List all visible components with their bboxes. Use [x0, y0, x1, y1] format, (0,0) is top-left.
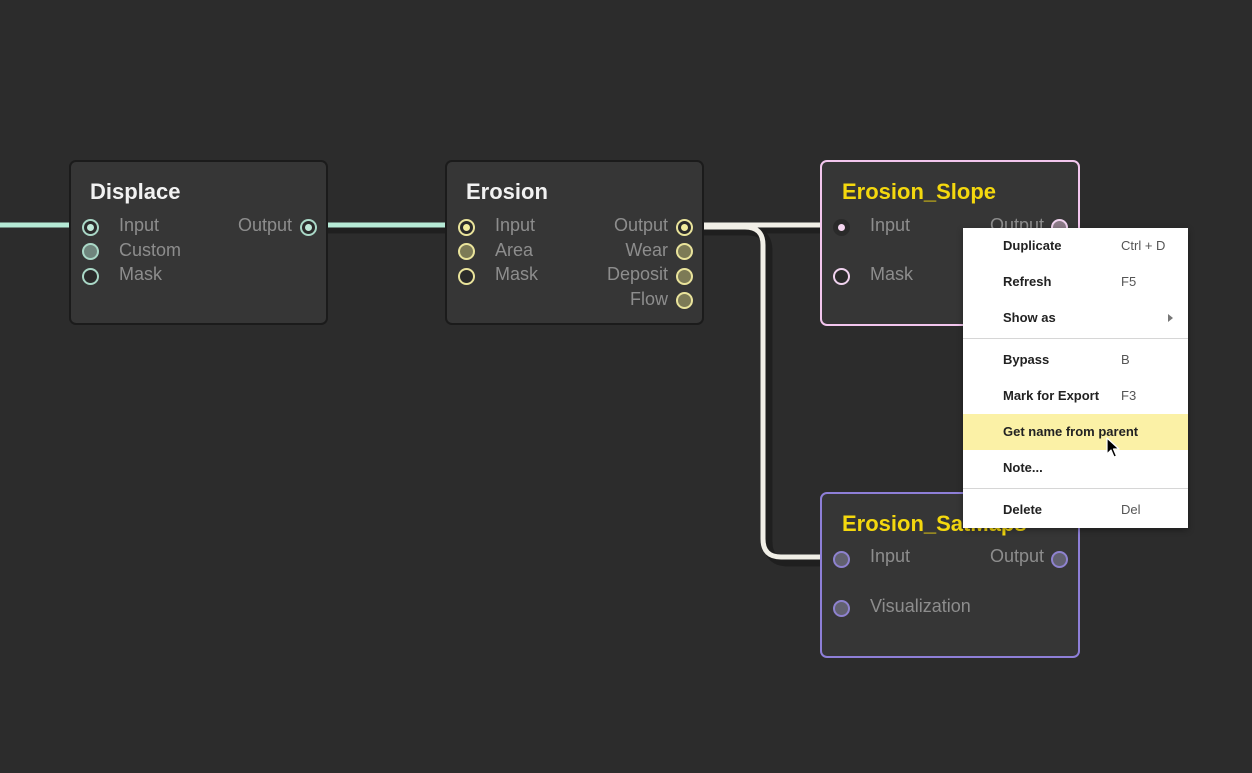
chevron-right-icon [1168, 314, 1173, 322]
port-label-visualization: Visualization [870, 596, 971, 617]
menu-item-label: Bypass [1003, 352, 1049, 367]
menu-item-bypass[interactable]: Bypass B [963, 342, 1188, 378]
port-label-input: Input [870, 546, 910, 567]
port-label-deposit: Deposit [607, 264, 668, 285]
port-label-output: Output [614, 215, 668, 236]
menu-item-get-name-from-parent[interactable]: Get name from parent [963, 414, 1188, 450]
port-label-mask: Mask [495, 264, 538, 285]
port-output[interactable] [676, 219, 693, 236]
menu-item-duplicate[interactable]: Duplicate Ctrl + D [963, 228, 1188, 264]
port-visualization[interactable] [833, 600, 850, 617]
node-title: Erosion_Slope [842, 179, 996, 205]
menu-item-show-as[interactable]: Show as [963, 300, 1188, 336]
port-label-mask: Mask [119, 264, 162, 285]
port-custom[interactable] [82, 243, 99, 260]
menu-item-note[interactable]: Note... [963, 450, 1188, 486]
port-label-flow: Flow [630, 289, 668, 310]
port-label-custom: Custom [119, 240, 181, 261]
menu-item-mark-for-export[interactable]: Mark for Export F3 [963, 378, 1188, 414]
menu-item-delete[interactable]: Delete Del [963, 492, 1188, 528]
menu-item-label: Delete [1003, 502, 1042, 517]
menu-item-label: Refresh [1003, 274, 1051, 289]
port-label-wear: Wear [625, 240, 668, 261]
menu-item-label: Show as [1003, 310, 1056, 325]
menu-item-refresh[interactable]: Refresh F5 [963, 264, 1188, 300]
node-erosion[interactable]: Erosion Input Area Mask Output Wear Depo… [445, 160, 704, 325]
node-title: Displace [90, 179, 181, 205]
port-output[interactable] [1051, 551, 1068, 568]
port-input[interactable] [458, 219, 475, 236]
menu-separator [963, 488, 1188, 489]
menu-separator [963, 338, 1188, 339]
menu-item-shortcut: B [1121, 352, 1130, 367]
node-title: Erosion [466, 179, 548, 205]
port-mask[interactable] [833, 268, 850, 285]
port-label-area: Area [495, 240, 533, 261]
menu-item-shortcut: Ctrl + D [1121, 238, 1165, 253]
port-output[interactable] [300, 219, 317, 236]
port-input[interactable] [833, 551, 850, 568]
menu-item-shortcut: F5 [1121, 274, 1136, 289]
context-menu: Duplicate Ctrl + D Refresh F5 Show as By… [963, 228, 1188, 528]
menu-item-label: Mark for Export [1003, 388, 1099, 403]
port-label-input: Input [870, 215, 910, 236]
menu-item-label: Note... [1003, 460, 1043, 475]
port-deposit[interactable] [676, 268, 693, 285]
port-label-output: Output [990, 546, 1044, 567]
arrow-cursor-icon [1106, 437, 1120, 459]
port-flow[interactable] [676, 292, 693, 309]
menu-item-shortcut: Del [1121, 502, 1141, 517]
port-label-mask: Mask [870, 264, 913, 285]
port-input[interactable] [82, 219, 99, 236]
port-mask[interactable] [458, 268, 475, 285]
port-label-output: Output [238, 215, 292, 236]
port-input[interactable] [833, 219, 850, 236]
port-label-input: Input [495, 215, 535, 236]
menu-item-label: Duplicate [1003, 238, 1062, 253]
port-label-input: Input [119, 215, 159, 236]
port-mask[interactable] [82, 268, 99, 285]
port-wear[interactable] [676, 243, 693, 260]
menu-item-shortcut: F3 [1121, 388, 1136, 403]
port-area[interactable] [458, 243, 475, 260]
node-displace[interactable]: Displace Input Custom Mask Output [69, 160, 328, 325]
